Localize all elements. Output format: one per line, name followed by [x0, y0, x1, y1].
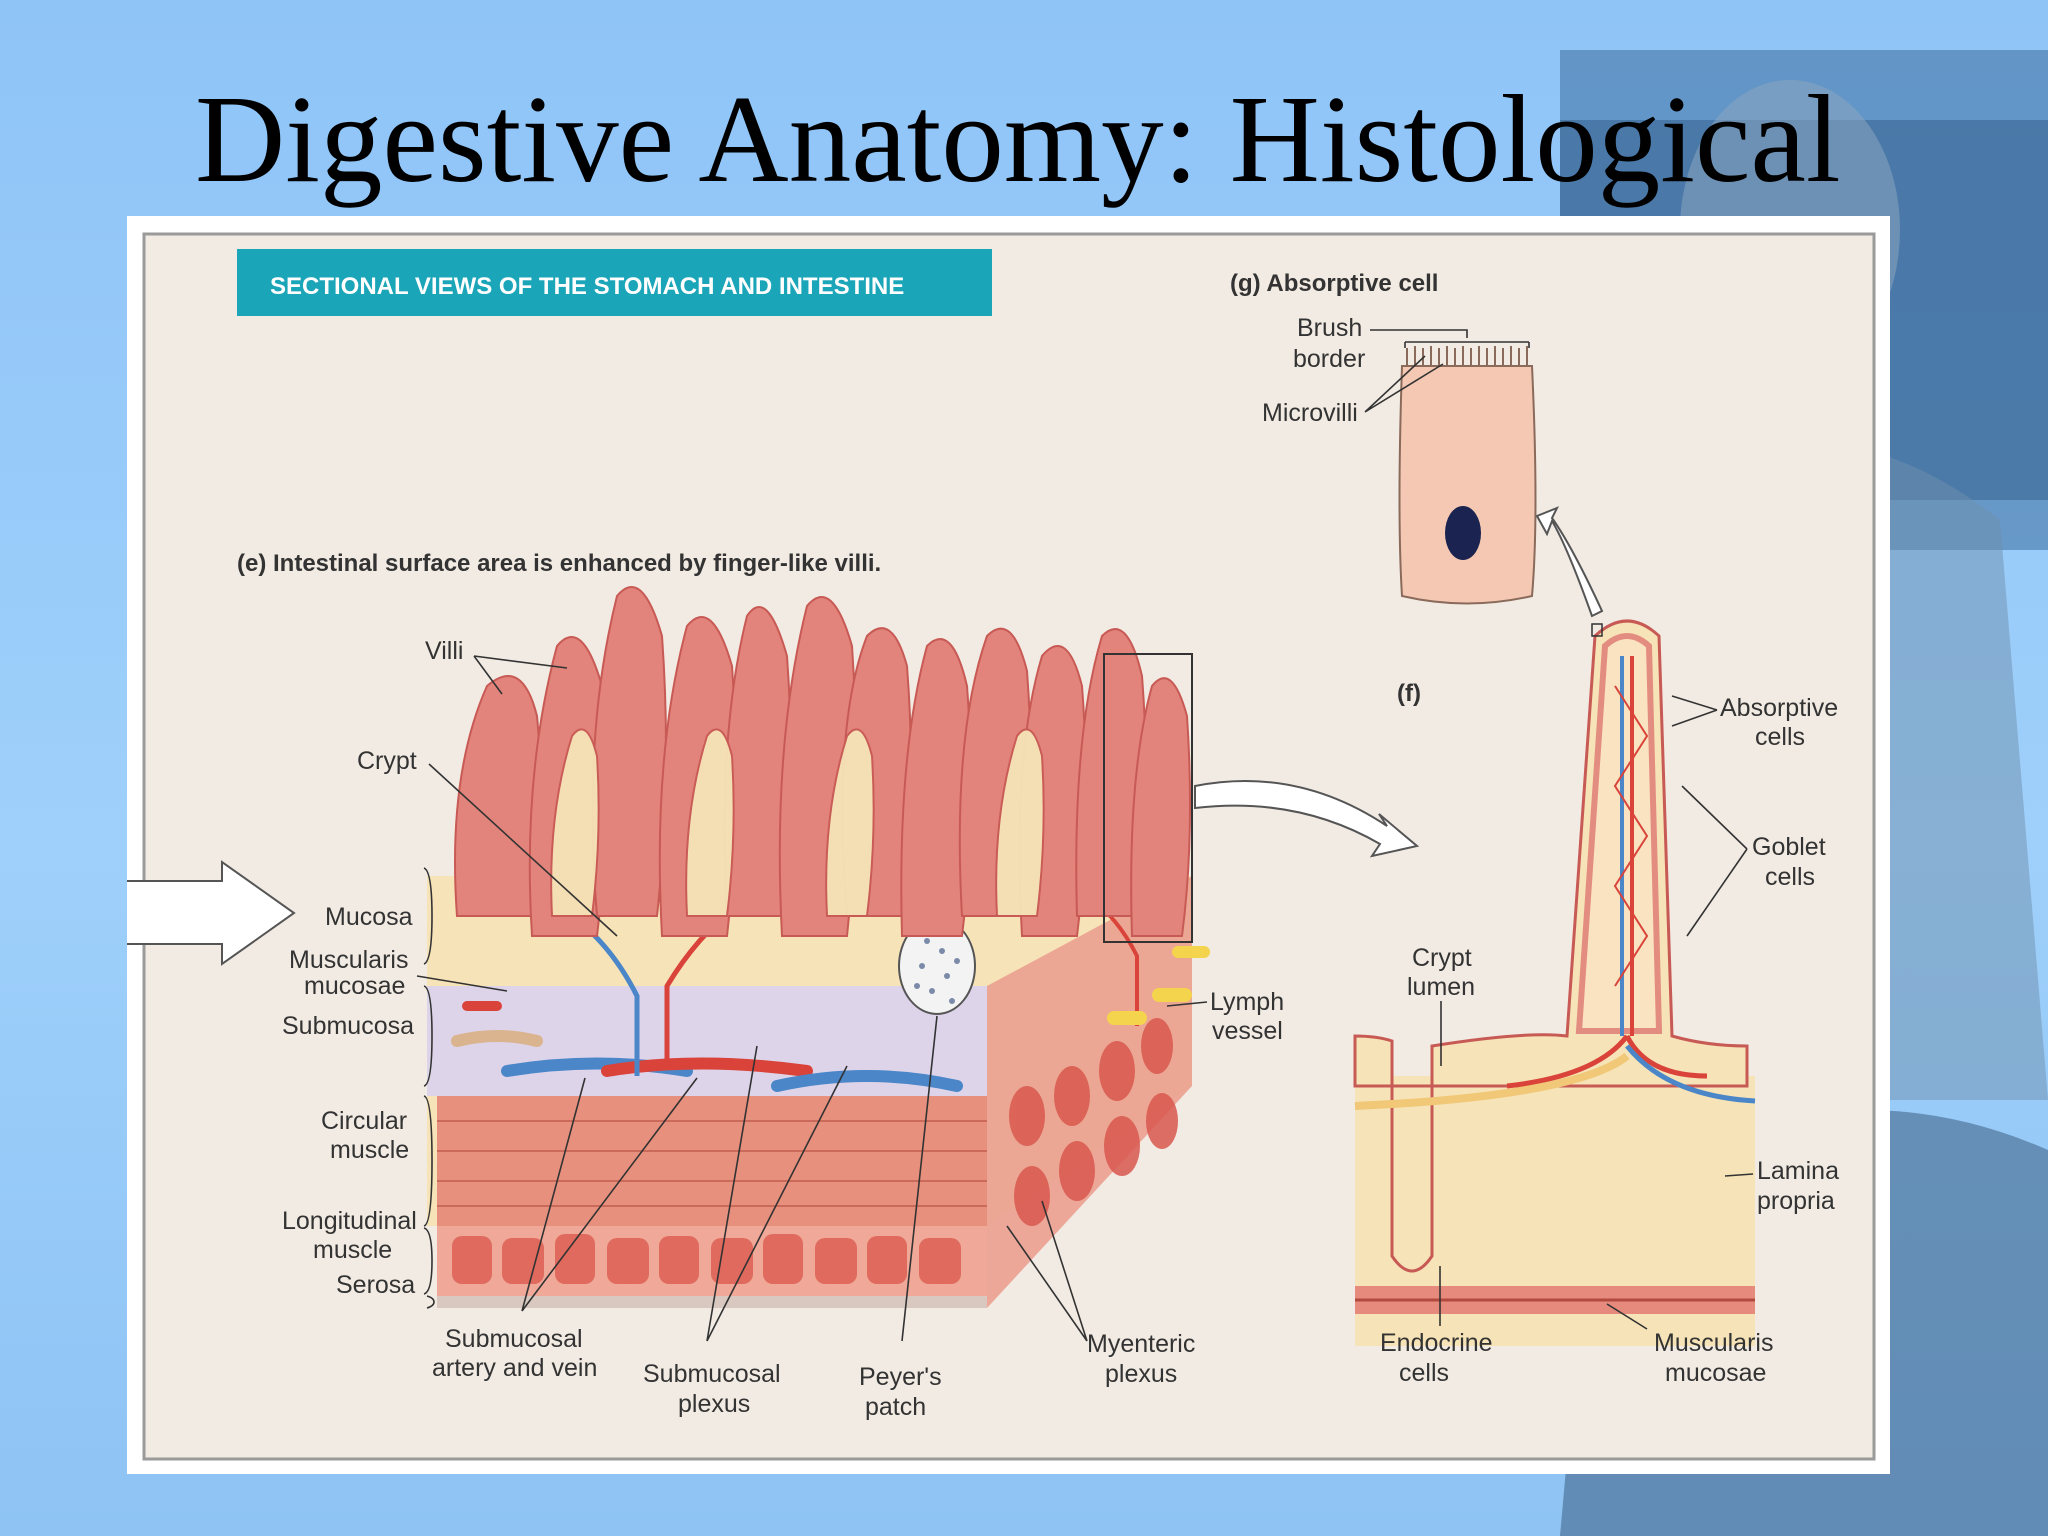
label-crypt: Crypt — [357, 747, 417, 775]
label-circular-1: Circular — [321, 1107, 407, 1135]
label-circular-2: muscle — [330, 1136, 409, 1164]
entry-arrow — [127, 860, 296, 966]
label-longitudinal-1: Longitudinal — [282, 1207, 417, 1235]
panel-g-title: (g) Absorptive cell — [1230, 270, 1438, 297]
villus-section — [1353, 619, 1756, 1346]
panel-e-caption: (e) Intestinal surface area is enhanced … — [237, 550, 881, 577]
label-peyers-2: patch — [865, 1393, 926, 1421]
intestinal-wall-block — [427, 876, 1210, 1308]
zoom-arrow-f — [1194, 780, 1420, 858]
label-lamina-2: propria — [1757, 1187, 1835, 1215]
label-mucosa: Mucosa — [325, 903, 413, 931]
label-muscularis-mucosae-2: mucosae — [304, 972, 405, 1000]
label-muscularis-mucosae-1: Muscularis — [289, 946, 408, 974]
label-lymph-1: Lymph — [1210, 988, 1284, 1016]
section-banner — [237, 249, 992, 316]
label-absorptive-2: cells — [1755, 723, 1805, 751]
label-submucosal-artery-1: Submucosal — [445, 1325, 583, 1353]
label-serosa: Serosa — [336, 1271, 415, 1299]
absorptive-cell — [1398, 346, 1537, 605]
label-brush-2: border — [1293, 345, 1365, 373]
label-goblet-1: Goblet — [1752, 833, 1826, 861]
label-peyers-1: Peyer's — [859, 1363, 942, 1391]
label-lamina-1: Lamina — [1757, 1157, 1839, 1185]
label-microvilli: Microvilli — [1262, 399, 1358, 427]
label-submucosal-plexus-1: Submucosal — [643, 1360, 781, 1388]
section-banner-text: SECTIONAL VIEWS OF THE STOMACH AND INTES… — [270, 273, 904, 300]
label-musc-muc-1: Muscularis — [1654, 1329, 1773, 1357]
label-crypt-lumen-2: lumen — [1407, 973, 1475, 1001]
villus-highlight-box — [1103, 653, 1193, 943]
slide-title: Digestive Anatomy: Histological — [195, 71, 1841, 209]
label-endocrine-1: Endocrine — [1380, 1329, 1493, 1357]
label-myenteric-1: Myenteric — [1087, 1330, 1195, 1358]
label-villi: Villi — [425, 637, 463, 665]
histology-figure: SECTIONAL VIEWS OF THE STOMACH AND INTES… — [127, 232, 1876, 1461]
zoom-arrow-g — [1535, 506, 1604, 618]
label-goblet-2: cells — [1765, 863, 1815, 891]
label-submucosal-plexus-2: plexus — [678, 1390, 750, 1418]
figure-panel: SECTIONAL VIEWS OF THE STOMACH AND INTES… — [127, 216, 1890, 1474]
label-lymph-2: vessel — [1212, 1017, 1283, 1045]
label-endocrine-2: cells — [1399, 1359, 1449, 1387]
panel-f-tag: (f) — [1397, 680, 1421, 707]
label-myenteric-2: plexus — [1105, 1360, 1177, 1388]
label-longitudinal-2: muscle — [313, 1236, 392, 1264]
label-submucosa: Submucosa — [282, 1012, 414, 1040]
label-crypt-lumen-1: Crypt — [1412, 944, 1472, 972]
label-submucosal-artery-2: artery and vein — [432, 1354, 597, 1382]
label-musc-muc-2: mucosae — [1665, 1359, 1766, 1387]
label-absorptive-1: Absorptive — [1720, 694, 1838, 722]
label-brush-1: Brush — [1297, 314, 1362, 342]
